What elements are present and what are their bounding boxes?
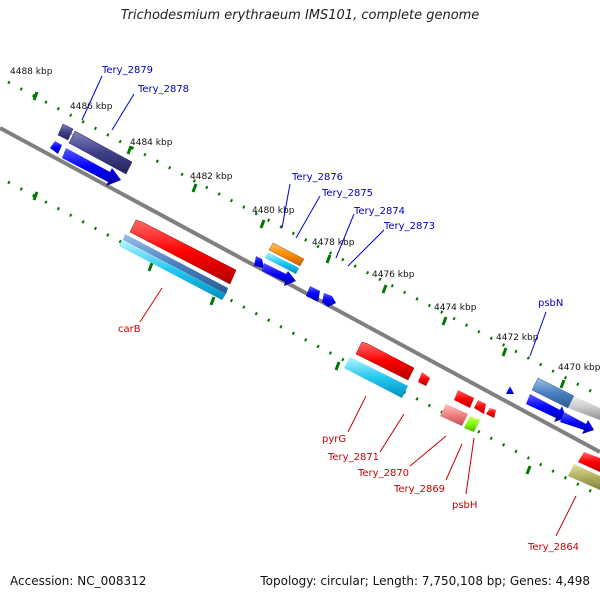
gene-arrow-tery2878[interactable] — [62, 148, 121, 186]
gene-arrow-tery2873-a[interactable] — [306, 286, 320, 302]
gene-block-pyrG-cyan[interactable] — [344, 357, 408, 398]
gene-arrow-psbN[interactable] — [526, 394, 566, 422]
tick-label-4480: 4480 kbp — [252, 206, 295, 216]
gene-block-pyrG[interactable] — [355, 341, 415, 381]
gene-block-psbN-gray[interactable] — [568, 396, 600, 420]
topology-text: Topology: circular; Length: 7,750,108 bp… — [260, 574, 590, 588]
tick-label-4478: 4478 kbp — [312, 238, 355, 248]
gene-label-tery2876[interactable]: Tery_2876 — [291, 172, 343, 183]
gene-block-tery2870[interactable] — [454, 390, 474, 408]
gene-label-tery2874[interactable]: Tery_2874 — [353, 206, 405, 217]
gene-label-psbH[interactable]: psbH — [452, 500, 477, 511]
leader-lines-bottom — [139, 287, 577, 537]
gene-block-tery2869[interactable] — [440, 404, 468, 426]
gene-label-tery2864[interactable]: Tery_2864 — [527, 542, 579, 553]
gene-block-tery2878[interactable] — [68, 130, 133, 175]
gene-block-carB-cyan[interactable] — [119, 240, 226, 300]
tick-label-4474: 4474 kbp — [434, 303, 477, 313]
tick-label-4482: 4482 kbp — [190, 172, 233, 182]
gene-label-tery2873[interactable]: Tery_2873 — [383, 221, 435, 232]
accession-text: Accession: NC_008312 — [10, 574, 147, 588]
gene-block-tery2864-olive[interactable] — [568, 464, 600, 490]
tick-label-4484: 4484 kbp — [130, 138, 173, 148]
leader-lines-top — [81, 75, 547, 357]
gene-label-pyrG[interactable]: pyrG — [322, 434, 346, 445]
major-ticks — [32, 91, 566, 475]
map-title: Trichodesmium erythraeum IMS101, complet… — [120, 8, 480, 23]
gene-block-carB-steel[interactable] — [123, 234, 228, 294]
genome-backbone — [0, 126, 600, 454]
tick-label-4488: 4488 kbp — [10, 67, 53, 77]
gene-label-tery2879[interactable]: Tery_2879 — [101, 65, 153, 76]
gene-label-psbN[interactable]: psbN — [538, 298, 563, 309]
tick-label-4486: 4486 kbp — [70, 102, 113, 112]
gene-arrow-tery2875[interactable] — [254, 256, 264, 268]
gene-block-tery2879[interactable] — [57, 123, 74, 141]
gene-arrow-tery2871[interactable] — [418, 372, 430, 386]
gene-label-tery2871[interactable]: Tery_2871 — [327, 452, 379, 463]
gene-block-tery2864[interactable] — [578, 452, 600, 472]
tick-label-4472: 4472 kbp — [496, 333, 539, 343]
gene-label-tery2878[interactable]: Tery_2878 — [137, 84, 189, 95]
scale-track-top — [7, 80, 600, 398]
tick-label-4470: 4470 kbp — [558, 363, 600, 373]
gene-arrow-tery2879-small[interactable] — [50, 141, 62, 154]
gene-block-tery2876[interactable] — [268, 242, 305, 267]
gene-label-carB[interactable]: carB — [118, 324, 141, 335]
gene-arrow-small-blue[interactable] — [506, 386, 514, 394]
gene-label-tery2875[interactable]: Tery_2875 — [321, 188, 373, 199]
gene-arrow-tery2873-b[interactable] — [322, 293, 336, 307]
gene-label-tery2869[interactable]: Tery_2869 — [393, 484, 445, 495]
gene-block-carB[interactable] — [129, 219, 237, 285]
gene-arrow-tery2870-c[interactable] — [486, 408, 496, 418]
gene-arrow-tery2870-b[interactable] — [474, 400, 486, 414]
gene-block-psbH[interactable] — [464, 416, 480, 432]
gene-arrow-tery2874[interactable] — [262, 263, 296, 286]
gene-arrow-psbN-2[interactable] — [560, 412, 594, 434]
gene-label-tery2870[interactable]: Tery_2870 — [357, 468, 409, 479]
tick-label-4476: 4476 kbp — [372, 270, 415, 280]
gene-block-tery2876-cyan[interactable] — [265, 252, 299, 274]
